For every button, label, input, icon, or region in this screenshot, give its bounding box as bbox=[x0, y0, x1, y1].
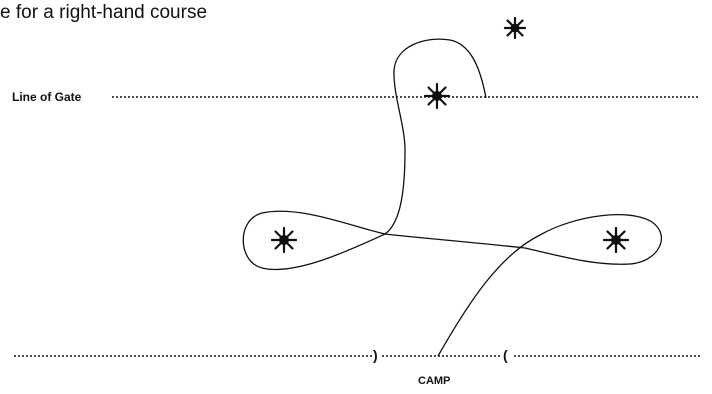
star-burst-icon bbox=[503, 16, 527, 40]
star-burst-icon bbox=[423, 82, 451, 110]
line-of-gate-label: Line of Gate bbox=[12, 90, 82, 104]
camp-bracket-right: ( bbox=[503, 347, 508, 363]
camp-bracket-left: ) bbox=[373, 347, 378, 363]
camp-label: CAMP bbox=[418, 375, 450, 387]
caption-text: e for a right-hand course bbox=[0, 2, 208, 23]
course-path bbox=[242, 38, 663, 357]
star-burst-icon bbox=[270, 226, 298, 254]
star-burst-icon bbox=[602, 226, 630, 254]
